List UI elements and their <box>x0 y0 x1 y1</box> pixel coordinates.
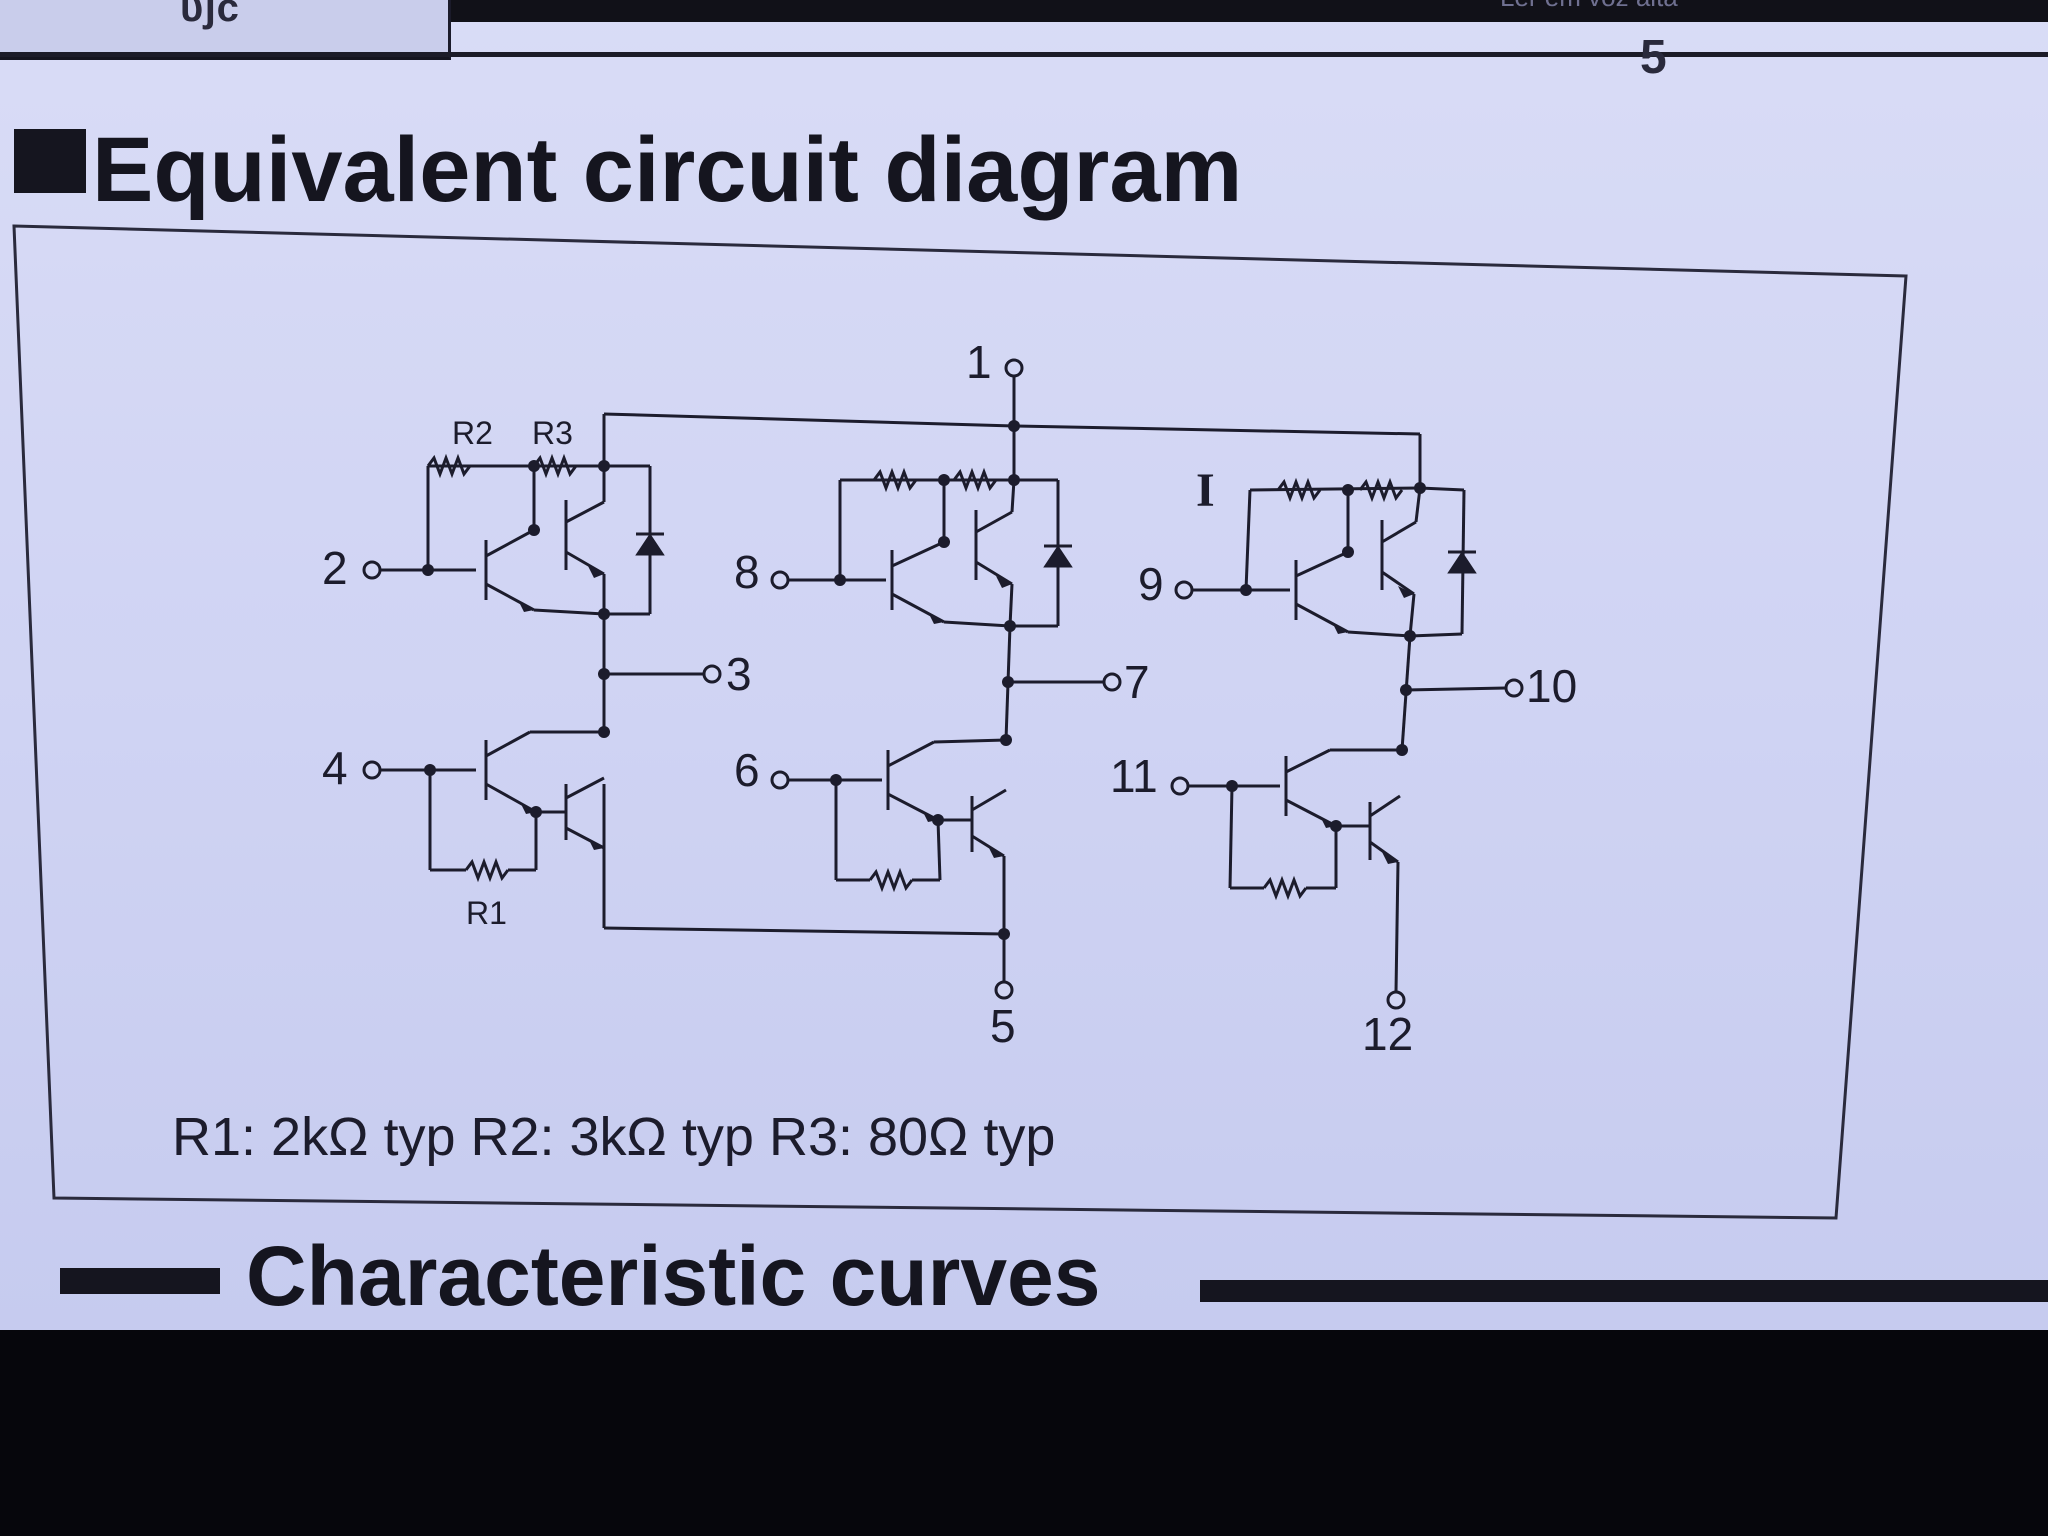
pin-4-terminal <box>362 760 382 780</box>
pin-11-label: 11 <box>1110 750 1158 802</box>
top-bar <box>0 0 2048 22</box>
pin-7-terminal <box>1102 672 1122 692</box>
pin-12-terminal <box>1386 990 1406 1010</box>
diagram-frame <box>12 224 1908 1220</box>
heading-bar-right <box>1200 1280 2048 1302</box>
resistor-label-r2: R2 <box>452 415 493 451</box>
pin-12-label: 12 <box>1362 1008 1413 1060</box>
resistor-label-r1: R1 <box>466 895 507 931</box>
document-tab[interactable]: υʃс <box>0 0 451 60</box>
pin-3-label: 3 <box>726 648 752 700</box>
section-heading: Equivalent circuit diagram <box>14 118 1242 223</box>
pin-8-terminal <box>770 570 790 590</box>
header-rule <box>0 52 2048 57</box>
monitor-bezel <box>0 1330 2048 1536</box>
pin-6-label: 6 <box>734 744 760 796</box>
document-tab-label: υʃс <box>180 0 239 30</box>
pin-5-terminal <box>994 980 1014 1000</box>
pin-10-terminal <box>1504 678 1524 698</box>
characteristic-curves-title: Characteristic curves <box>246 1229 1101 1323</box>
page-glyph: 5 <box>1640 31 1667 84</box>
pin-11-terminal <box>1170 776 1190 796</box>
pin-4-label: 4 <box>322 742 348 794</box>
pin-2-label: 2 <box>322 542 348 594</box>
pin-9-terminal <box>1174 580 1194 600</box>
pin-3-terminal <box>702 664 722 684</box>
pin-1-label: 1 <box>966 336 992 388</box>
section-title: Equivalent circuit diagram <box>92 119 1243 221</box>
pin-2-terminal <box>362 560 382 580</box>
pin-1-terminal <box>1004 358 1024 378</box>
screen: υʃс Ler em voz alta 5 Equivalent circuit… <box>0 0 2048 1330</box>
heading-square-icon <box>14 129 86 193</box>
heading-bar-left <box>60 1268 220 1294</box>
circuit-diagram: R2 R3 R1 I 1 2 3 4 5 6 7 8 9 10 11 12 <box>12 224 1908 1220</box>
characteristic-curves-heading: Characteristic curves <box>60 1228 2048 1330</box>
resistor-values-note: R1: 2kΩ typ R2: 3kΩ typ R3: 80Ω typ <box>172 1107 1056 1167</box>
resistor-label-r3: R3 <box>532 415 573 451</box>
pin-5-label: 5 <box>990 1000 1016 1052</box>
pin-9-label: 9 <box>1138 558 1164 610</box>
pin-8-label: 8 <box>734 546 760 598</box>
section-mark: I <box>1196 464 1215 517</box>
pin-6-terminal <box>770 770 790 790</box>
pin-10-label: 10 <box>1526 660 1577 712</box>
pin-7-label: 7 <box>1124 656 1150 708</box>
read-aloud-label[interactable]: Ler em voz alta <box>1500 0 1678 13</box>
